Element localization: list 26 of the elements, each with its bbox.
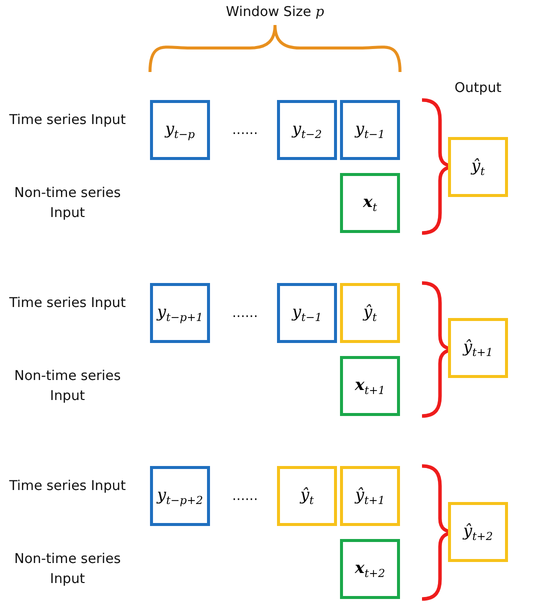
- variable-box: y$_{t−p+1}$: [150, 283, 210, 343]
- variable-box: ŷ$_{t+1}$: [340, 466, 400, 526]
- row-label: Non-time series Input: [13, 367, 122, 406]
- variable-box: x$_{t}$: [340, 173, 400, 233]
- variable-box: x$_{t+2}$: [340, 539, 400, 599]
- row-label: Time series Input: [8, 111, 127, 130]
- variable-box: ŷ$_{t}$: [277, 466, 337, 526]
- variable-box: y$_{t−1}$: [340, 100, 400, 160]
- window-size-label: Window Size p: [224, 3, 326, 22]
- output-label: Output: [454, 79, 502, 98]
- row-label: Time series Input: [8, 294, 127, 313]
- row-label: Non-time series Input: [13, 550, 122, 589]
- row-label: Time series Input: [8, 477, 127, 496]
- row-label: Non-time series Input: [13, 184, 122, 223]
- variable-box: ŷ$_{t}$: [340, 283, 400, 343]
- ellipsis: ......: [231, 487, 259, 506]
- variable-box: y$_{t−2}$: [277, 100, 337, 160]
- ellipsis: ......: [231, 304, 259, 323]
- variable-box: y$_{t−p}$: [150, 100, 210, 160]
- variable-box: ŷ$_{t+1}$: [448, 318, 508, 378]
- variable-box: ŷ$_{t}$: [448, 137, 508, 197]
- variable-box: y$_{t−p+2}$: [150, 466, 210, 526]
- variable-box: y$_{t−1}$: [277, 283, 337, 343]
- ellipsis: ......: [231, 121, 259, 140]
- variable-box: ŷ$_{t+2}$: [448, 502, 508, 562]
- variable-box: x$_{t+1}$: [340, 356, 400, 416]
